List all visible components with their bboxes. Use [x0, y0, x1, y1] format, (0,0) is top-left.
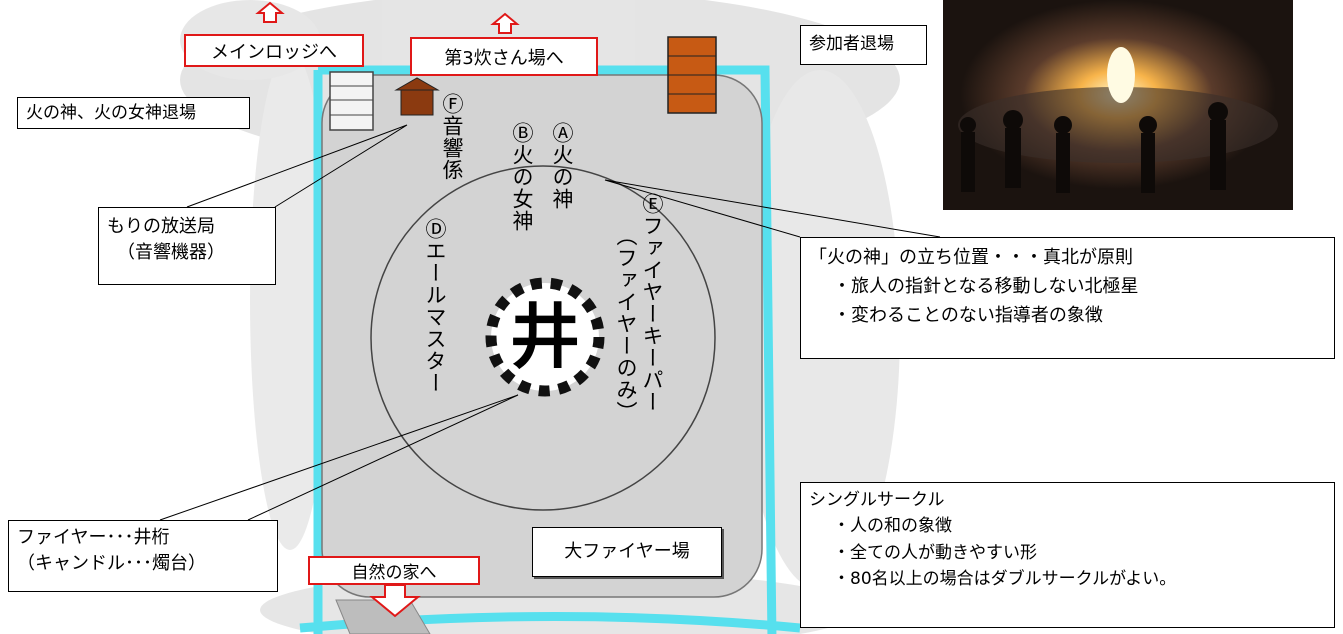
- main-lodge-text: メインロッジへ: [211, 41, 337, 63]
- stairs-icon: [329, 71, 374, 131]
- circle-note-point1: ・人の和の象徴: [833, 516, 952, 537]
- circle-note-point2: ・全ての人が動きやすい形: [833, 542, 1037, 563]
- circle-note-point3: ・80名以上の場合はダブルサークルがよい。: [833, 569, 1177, 590]
- house-icon: [394, 77, 440, 116]
- sound-equipment-callout: もりの放送局 （音響機器）: [98, 207, 276, 285]
- role-fire-god: Ⓐ火の神: [550, 122, 575, 210]
- role-fire-keeper-note: （ファイヤーのみ）: [614, 225, 639, 423]
- circle-note-heading: シングルサークル: [809, 490, 945, 510]
- north-note-point2: ・変わることのない指導者の象徴: [833, 304, 1103, 326]
- arrow-up-icon: [255, 1, 520, 34]
- callout-lines: [159, 124, 941, 521]
- arrow-down-icon: [369, 584, 421, 618]
- campfire-photo: [943, 0, 1293, 210]
- nature-house-label: 自然の家へ: [308, 556, 480, 585]
- role-yell-master: Ⓓエールマスター: [423, 218, 448, 394]
- big-fire-field-label: 大ファイヤー場: [532, 527, 722, 577]
- cooking-area-label: 第3炊さん場へ: [410, 37, 598, 76]
- stairs-icon: [667, 36, 717, 114]
- big-fire-field-text: 大ファイヤー場: [564, 540, 690, 562]
- participants-exit-label: 参加者退場: [800, 25, 927, 65]
- sound-equipment-line1: もりの放送局: [107, 216, 215, 237]
- fire-frame-line2: （キャンドル･･･燭台）: [17, 553, 206, 575]
- fire-frame-callout: ファイヤー･･･井桁 （キャンドル･･･燭台）: [8, 520, 278, 592]
- gods-exit-text: 火の神、火の女神退場: [26, 103, 196, 123]
- fire-frame-line1: ファイヤー･･･井桁: [17, 527, 170, 548]
- single-circle-note: シングルサークル ・人の和の象徴 ・全ての人が動きやすい形 ・80名以上の場合は…: [800, 482, 1335, 628]
- north-note-heading: 「火の神」の立ち位置・・・真北が原則: [809, 247, 1133, 268]
- north-position-note: 「火の神」の立ち位置・・・真北が原則 ・旅人の指針となる移動しない北極星 ・変わ…: [800, 237, 1335, 359]
- role-fire-keeper: Ⓔファイヤーキーパー: [640, 193, 665, 413]
- fire-symbol: 井: [510, 296, 580, 378]
- north-note-point1: ・旅人の指針となる移動しない北極星: [833, 275, 1139, 297]
- role-sound-staff: Ⓕ音響係: [440, 93, 465, 181]
- gods-exit-label: 火の神、火の女神退場: [17, 97, 250, 129]
- fire-frame-icon: 井: [485, 277, 605, 397]
- role-fire-goddess: Ⓑ火の女神: [510, 122, 535, 232]
- sound-equipment-line2: （音響機器）: [117, 242, 225, 264]
- cooking-area-text: 第3炊さん場へ: [444, 47, 564, 69]
- participants-exit-text: 参加者退場: [809, 34, 894, 54]
- single-circle: [370, 165, 716, 511]
- nature-house-text: 自然の家へ: [351, 563, 437, 583]
- main-lodge-label: メインロッジへ: [184, 34, 364, 67]
